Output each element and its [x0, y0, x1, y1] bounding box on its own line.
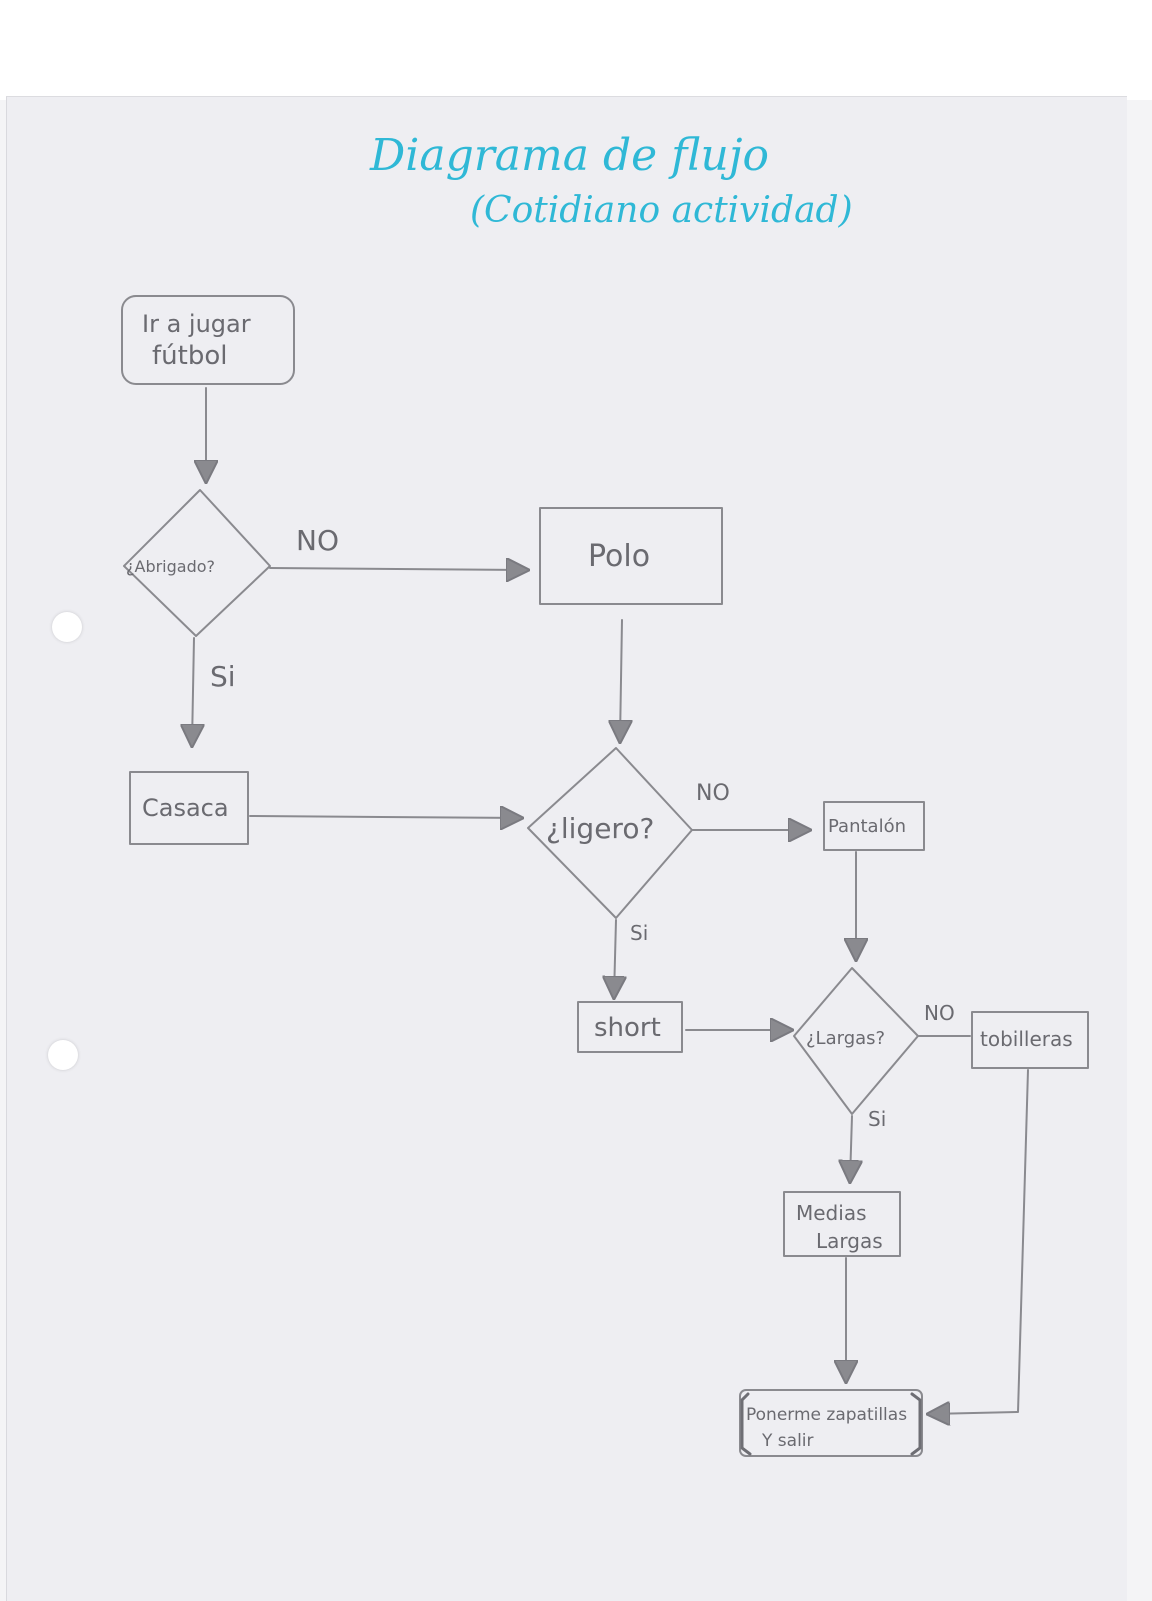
node-medias-label-1: Medias	[796, 1201, 867, 1225]
node-end-bracket-left	[740, 1392, 752, 1456]
edge-ligero-short	[614, 919, 616, 996]
edge-abrigado-si-label: Si	[210, 660, 236, 693]
node-start-label-1: Ir a jugar	[142, 310, 251, 338]
paper-sheet	[6, 96, 1127, 1601]
punch-hole-bottom	[48, 1040, 78, 1070]
edge-abrigado-polo	[269, 568, 526, 570]
node-end	[739, 1389, 923, 1457]
punch-hole-top	[52, 612, 82, 642]
node-end-bracket-right	[910, 1392, 922, 1456]
node-end-label-2: Y salir	[761, 1431, 814, 1451]
node-end-label-1: Ponerme zapatillas	[746, 1405, 907, 1425]
edge-casaca-ligero	[249, 816, 520, 818]
edge-abrigado-casaca	[192, 637, 194, 744]
edge-abrigado-no-label: NO	[296, 524, 339, 557]
node-medias-label-2: Largas	[816, 1229, 883, 1253]
node-polo	[539, 507, 723, 605]
node-polo-label: Polo	[588, 539, 650, 574]
edge-ligero-si-label: Si	[630, 921, 648, 945]
diagram-title: Diagrama de flujo	[370, 130, 769, 181]
edge-largas-medias	[850, 1115, 852, 1180]
decision-abrigado	[123, 489, 271, 637]
diagram-subtitle: (Cotidiano actividad)	[470, 190, 853, 231]
node-short	[577, 1001, 683, 1053]
node-tobilleras	[971, 1011, 1089, 1069]
node-start-label-2: fútbol	[152, 341, 227, 371]
edge-tobilleras-end	[930, 1069, 1029, 1414]
node-pantalon	[823, 801, 925, 851]
decision-ligero	[527, 747, 693, 919]
decision-ligero-label: ¿ligero?	[546, 812, 654, 845]
decision-largas-label: ¿Largas?	[806, 1028, 885, 1049]
scan-background	[0, 0, 1152, 100]
node-casaca-label: Casaca	[142, 794, 229, 822]
node-medias	[783, 1191, 901, 1257]
node-start	[121, 295, 295, 385]
node-short-label: short	[594, 1013, 661, 1043]
edge-largas-si-label: Si	[868, 1107, 886, 1131]
edge-polo-ligero	[620, 619, 622, 740]
node-casaca	[129, 771, 249, 845]
edge-largas-no-label: NO	[924, 1001, 955, 1025]
decision-largas	[793, 967, 919, 1115]
decision-abrigado-label: ¿Abrigado?	[126, 557, 215, 576]
node-tobilleras-label: tobilleras	[980, 1027, 1073, 1051]
edge-ligero-no-label: NO	[696, 781, 730, 806]
node-pantalon-label: Pantalón	[828, 816, 906, 837]
